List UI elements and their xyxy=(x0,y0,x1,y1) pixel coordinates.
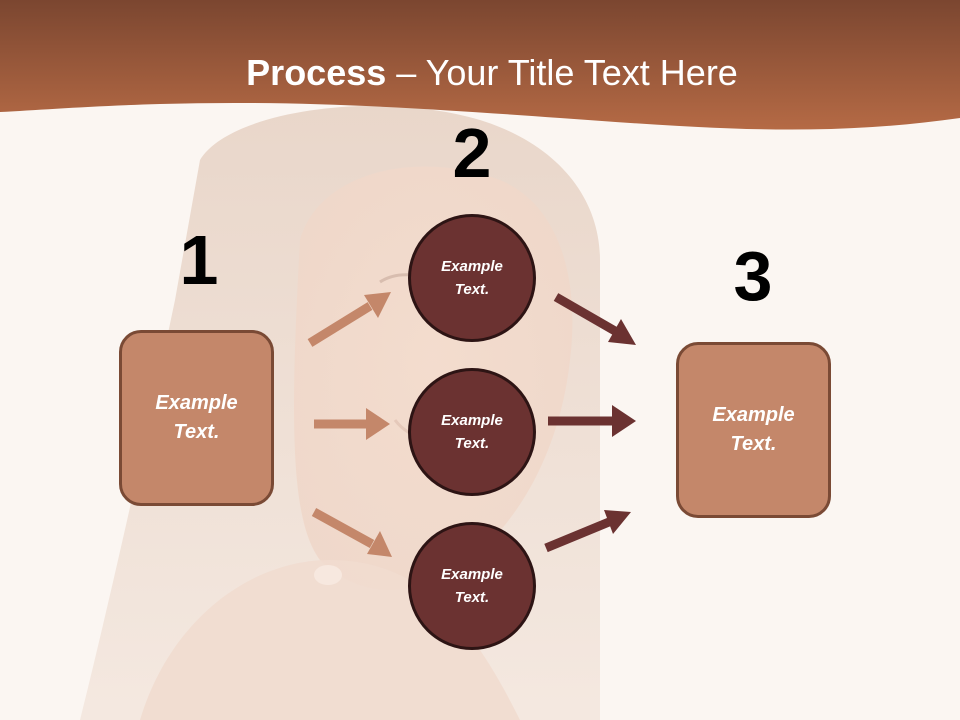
right-box-text: Example Text. xyxy=(712,404,795,455)
step-number-2: 2 xyxy=(452,114,492,192)
arrow-left-middle xyxy=(314,408,390,440)
arrow-left-down xyxy=(311,508,392,557)
title-bold: Process xyxy=(246,52,387,93)
arrow-right-middle xyxy=(548,405,636,437)
circle-middle: Example Text. xyxy=(408,368,536,496)
arrow-left-up xyxy=(307,292,391,347)
circle-top-text: Example Text. xyxy=(441,258,503,298)
left-step-box: Example Text. xyxy=(119,330,274,506)
arrow-right-up xyxy=(553,293,636,345)
step-number-3: 3 xyxy=(733,237,773,315)
circle-bottom-text: Example Text. xyxy=(441,566,503,606)
step-number-1: 1 xyxy=(179,221,219,299)
circle-bottom: Example Text. xyxy=(408,522,536,650)
slide-title: Process – Your Title Text Here xyxy=(0,52,960,94)
arrow-right-down xyxy=(544,510,631,553)
circle-middle-text: Example Text. xyxy=(441,412,503,452)
left-box-text: Example Text. xyxy=(155,392,238,443)
circle-top: Example Text. xyxy=(408,214,536,342)
right-step-box: Example Text. xyxy=(676,342,831,518)
header-banner xyxy=(0,0,960,130)
title-rest: – Your Title Text Here xyxy=(386,52,738,93)
